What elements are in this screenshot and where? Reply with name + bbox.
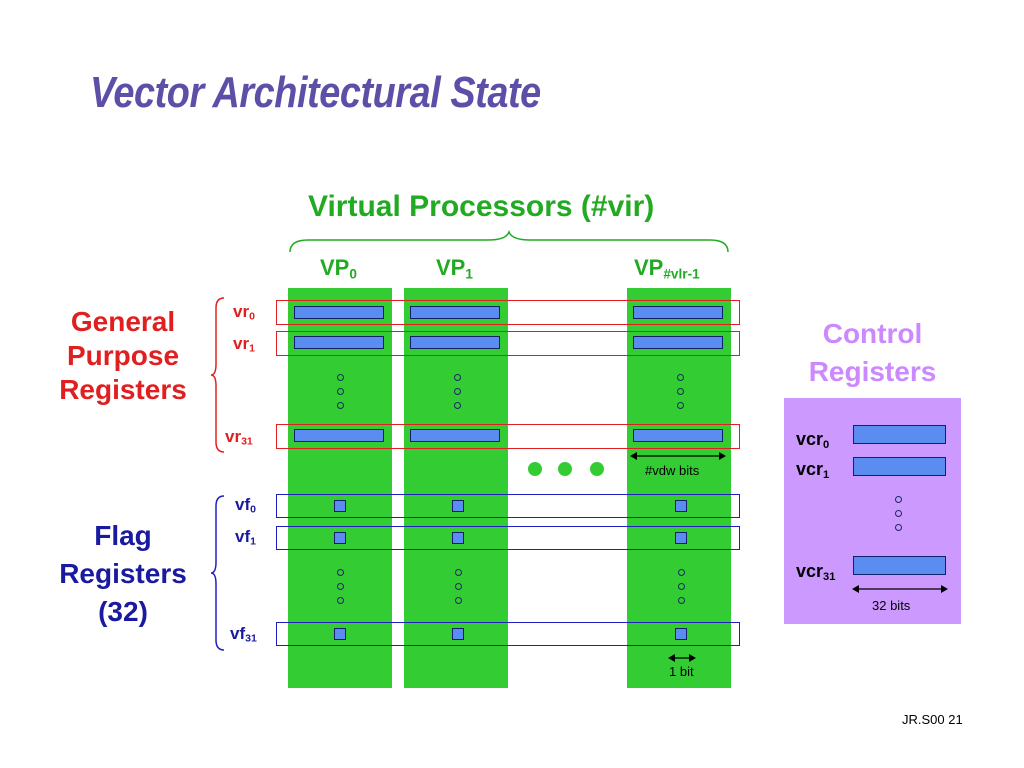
vp-label-last: VP#vlr-1 (634, 255, 700, 282)
vf1-vp0 (334, 532, 346, 544)
vcr31-label: vcr31 (796, 561, 836, 583)
vp-ellipsis-dot (528, 462, 542, 476)
vr1-row-outline (276, 331, 740, 356)
vf31-label: vf31 (230, 624, 257, 645)
vp-ellipsis-dot (558, 462, 572, 476)
slide-footer: JR.S00 21 (902, 712, 963, 727)
vcr0-register (853, 425, 946, 444)
vdw-width-note: #vdw bits (645, 463, 700, 478)
vf1-label: vf1 (235, 527, 256, 548)
slide-title: Vector Architectural State (90, 68, 541, 117)
control-ellipsis-dot (895, 524, 902, 531)
flag-width-arrow (668, 654, 696, 662)
vcr1-label: vcr1 (796, 459, 830, 481)
control-group-label: Control Registers (808, 318, 937, 387)
vf0-vp1 (452, 500, 464, 512)
vr0-vp1 (410, 306, 500, 319)
vf0-vp0 (334, 500, 346, 512)
control-ellipsis-dot (895, 510, 902, 517)
vr0-vplast (633, 306, 723, 319)
control-width-arrow (852, 585, 948, 593)
vp-brace (289, 230, 729, 253)
vr1-vp0 (294, 336, 384, 349)
vp-ellipsis-dot (590, 462, 604, 476)
flag-ellipsis-dot (678, 597, 685, 604)
flag-group-label: Flag Registers (32) (59, 520, 187, 627)
vr31-label: vr31 (225, 427, 253, 448)
flag-ellipsis-dot (678, 583, 685, 590)
flag-ellipsis-dot (337, 583, 344, 590)
flag-ellipsis-dot (455, 583, 462, 590)
vf1-vplast (675, 532, 687, 544)
vf31-vp1 (452, 628, 464, 640)
vf31-row-outline (276, 622, 740, 646)
flag-brace (210, 495, 225, 651)
gpr-ellipsis-dot (454, 388, 461, 395)
control-ellipsis-dot (895, 496, 902, 503)
flag-ellipsis-dot (337, 569, 344, 576)
vr1-vp1 (410, 336, 500, 349)
gpr-ellipsis-dot (337, 402, 344, 409)
vr1-vplast (633, 336, 723, 349)
gpr-group-label: General Purpose Registers (59, 306, 187, 405)
vr0-label: vr0 (233, 302, 255, 323)
flag-width-note: 1 bit (669, 664, 694, 679)
gpr-ellipsis-dot (677, 402, 684, 409)
vf31-vp0 (334, 628, 346, 640)
vdw-width-arrow (630, 452, 726, 460)
vp-column-0 (288, 288, 392, 688)
gpr-ellipsis-dot (677, 374, 684, 381)
gpr-ellipsis-dot (337, 388, 344, 395)
vp-heading: Virtual Processors (#vir) (308, 190, 655, 223)
vf1-row-outline (276, 526, 740, 550)
vf0-label: vf0 (235, 495, 256, 516)
vf31-vplast (675, 628, 687, 640)
gpr-brace (210, 297, 225, 453)
vr31-vp1 (410, 429, 500, 442)
gpr-ellipsis-dot (337, 374, 344, 381)
vr1-label: vr1 (233, 334, 255, 355)
vf0-row-outline (276, 494, 740, 518)
vcr1-register (853, 457, 946, 476)
vp-label-0: VP0 (320, 255, 357, 282)
gpr-ellipsis-dot (677, 388, 684, 395)
flag-ellipsis-dot (455, 569, 462, 576)
vp-column-last (627, 288, 731, 688)
flag-ellipsis-dot (455, 597, 462, 604)
control-width-note: 32 bits (872, 598, 911, 613)
vr31-row-outline (276, 424, 740, 449)
vf1-vp1 (452, 532, 464, 544)
vr0-row-outline (276, 300, 740, 325)
gpr-ellipsis-dot (454, 374, 461, 381)
vr0-vp0 (294, 306, 384, 319)
vf0-vplast (675, 500, 687, 512)
vp-column-1 (404, 288, 508, 688)
vr31-vp0 (294, 429, 384, 442)
gpr-ellipsis-dot (454, 402, 461, 409)
flag-ellipsis-dot (678, 569, 685, 576)
vp-label-1: VP1 (436, 255, 473, 282)
flag-ellipsis-dot (337, 597, 344, 604)
vcr31-register (853, 556, 946, 575)
vr31-vplast (633, 429, 723, 442)
vcr0-label: vcr0 (796, 429, 830, 451)
